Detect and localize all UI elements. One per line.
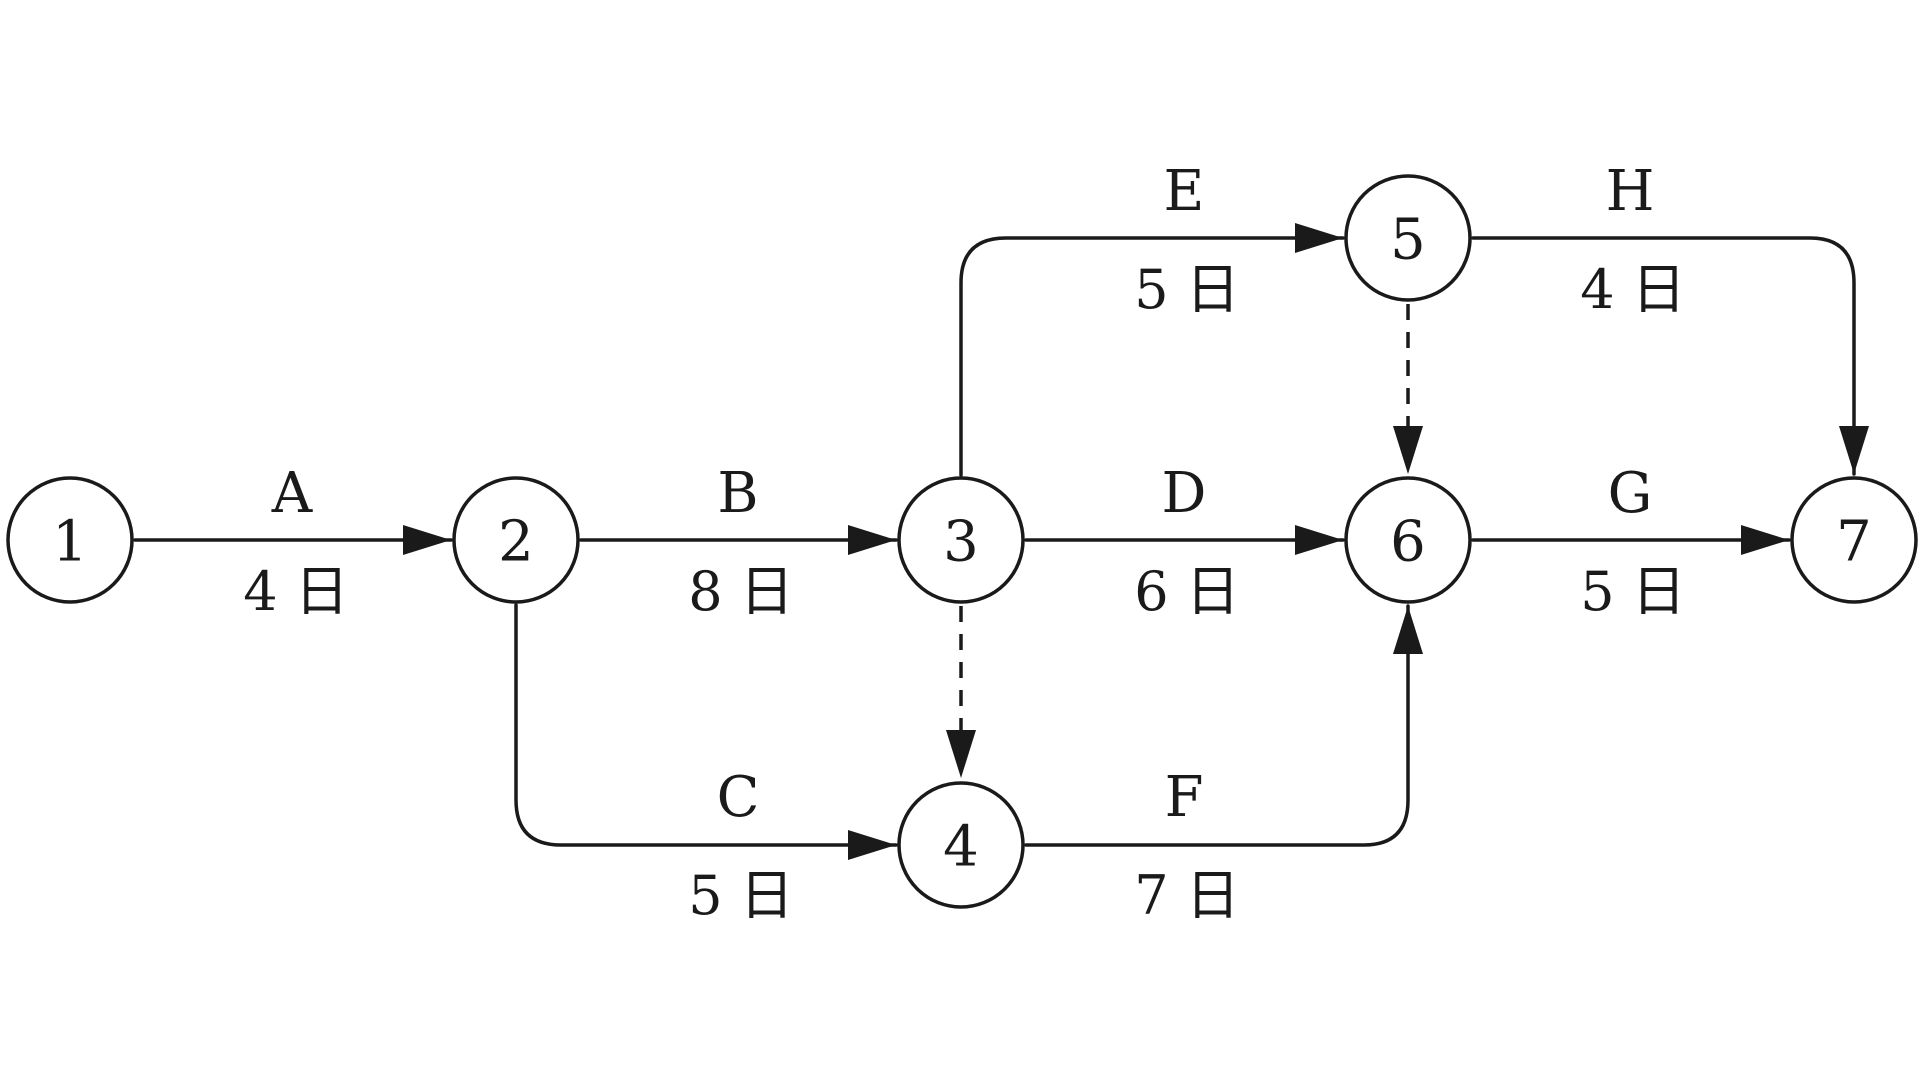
node-7-circle [1790,476,1918,604]
arrowhead-c [848,830,896,860]
node-2: 2 [452,476,580,604]
activity-duration-g: 5 日 [1580,560,1686,623]
arrowhead-a [403,525,451,555]
node-4: 4 [897,781,1025,909]
arrowhead-h [1839,426,1869,474]
node-1-circle [6,476,134,604]
node-2-label: 2 [498,510,534,575]
activity-labels: A 4 日 B 8 日 C 5 日 D 6 日 E 5 日 F 7 日 G 5 … [243,159,1686,927]
node-6: 6 [1344,476,1472,604]
activity-duration-f: 7 日 [1134,864,1240,927]
arrowhead-e [1295,223,1343,253]
arrowhead-dummy-3-4 [946,730,976,778]
node-7-label: 7 [1836,510,1872,575]
node-3-label: 3 [943,510,979,575]
activity-name-d: D [1162,461,1207,526]
activity-duration-b: 8 日 [688,560,794,623]
activity-duration-e: 5 日 [1134,258,1240,321]
activity-name-f: F [1165,765,1204,830]
nodes: 1 2 3 4 5 6 7 [6,174,1918,909]
arrowhead-dummy-5-6 [1393,426,1423,474]
activity-name-h: H [1606,159,1655,224]
node-6-circle [1344,476,1472,604]
activity-name-g: G [1608,461,1653,526]
node-5-circle [1344,174,1472,302]
activity-duration-h: 4 日 [1580,258,1686,321]
arrowhead-d [1295,525,1343,555]
arrowhead-f [1393,606,1423,654]
arrowhead-b [848,525,896,555]
activity-name-c: C [717,765,760,830]
node-6-label: 6 [1390,510,1426,575]
edge-h [1471,236,1856,476]
activity-duration-d: 6 日 [1134,560,1240,623]
activity-name-e: E [1164,159,1205,224]
arrowhead-g [1741,525,1789,555]
edge-c [514,603,898,847]
edge-f [1024,604,1410,847]
node-3-circle [897,476,1025,604]
arrowheads [403,223,1869,860]
edge-e [959,236,1345,477]
node-7: 7 [1790,476,1918,604]
node-5-label: 5 [1390,208,1426,273]
activity-name-b: B [717,461,758,526]
node-4-label: 4 [943,815,979,880]
activity-name-a: A [271,461,313,526]
node-2-circle [452,476,580,604]
activity-duration-c: 5 日 [688,864,794,927]
edges [133,236,1856,847]
node-3: 3 [897,476,1025,604]
node-1-label: 1 [52,510,88,575]
node-5: 5 [1344,174,1472,302]
activity-duration-a: 4 日 [243,560,349,623]
node-1: 1 [6,476,134,604]
node-4-circle [897,781,1025,909]
